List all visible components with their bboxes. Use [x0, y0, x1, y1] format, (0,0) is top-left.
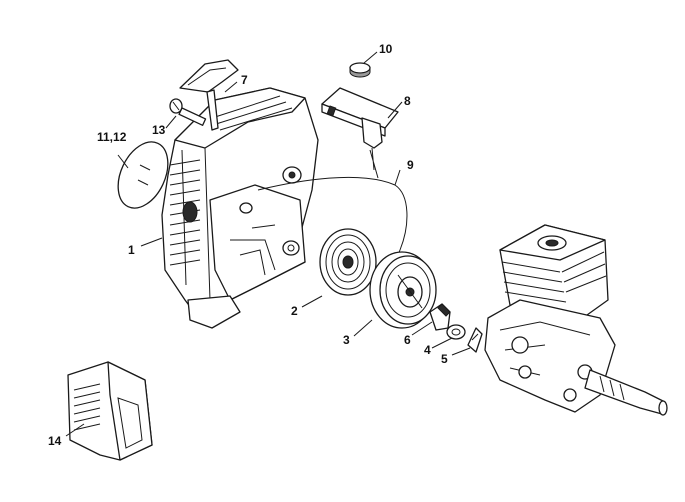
- part-3-rope-rotor[interactable]: [369, 251, 437, 329]
- part-13-screw[interactable]: [169, 98, 207, 126]
- part-5-spring-clip[interactable]: [467, 327, 483, 353]
- callout-6: 6: [404, 333, 411, 347]
- callout-5: 5: [441, 352, 448, 366]
- callout-4: 4: [424, 343, 431, 357]
- part-2-rewind-spring[interactable]: [319, 228, 377, 296]
- callout-13: 13: [152, 123, 166, 137]
- callout-11-12: 11,12: [97, 130, 127, 144]
- leader-lines: [65, 51, 471, 437]
- part-11-12-disc[interactable]: [108, 134, 177, 216]
- callout-1: 1: [128, 243, 135, 257]
- engine-cylinder-assembly: [484, 224, 668, 416]
- callout-3: 3: [343, 333, 350, 347]
- part-6-pawl[interactable]: [429, 303, 451, 331]
- part-14-filter-housing[interactable]: [67, 361, 153, 461]
- callout-8: 8: [404, 94, 411, 108]
- part-10-plug[interactable]: [349, 62, 371, 78]
- callout-14: 14: [48, 434, 62, 448]
- callout-7: 7: [241, 73, 248, 87]
- callout-9: 9: [407, 158, 414, 172]
- part-8-starter-grip[interactable]: [321, 87, 399, 179]
- callout-10: 10: [379, 42, 393, 56]
- part-1-fan-housing[interactable]: [161, 87, 319, 329]
- cylinder-cooling-fins: [501, 251, 607, 303]
- callout-2: 2: [291, 304, 298, 318]
- part-4-washer[interactable]: [446, 324, 466, 340]
- filter-vent-slots: [73, 383, 101, 431]
- part-7-starter-grip[interactable]: [179, 59, 239, 131]
